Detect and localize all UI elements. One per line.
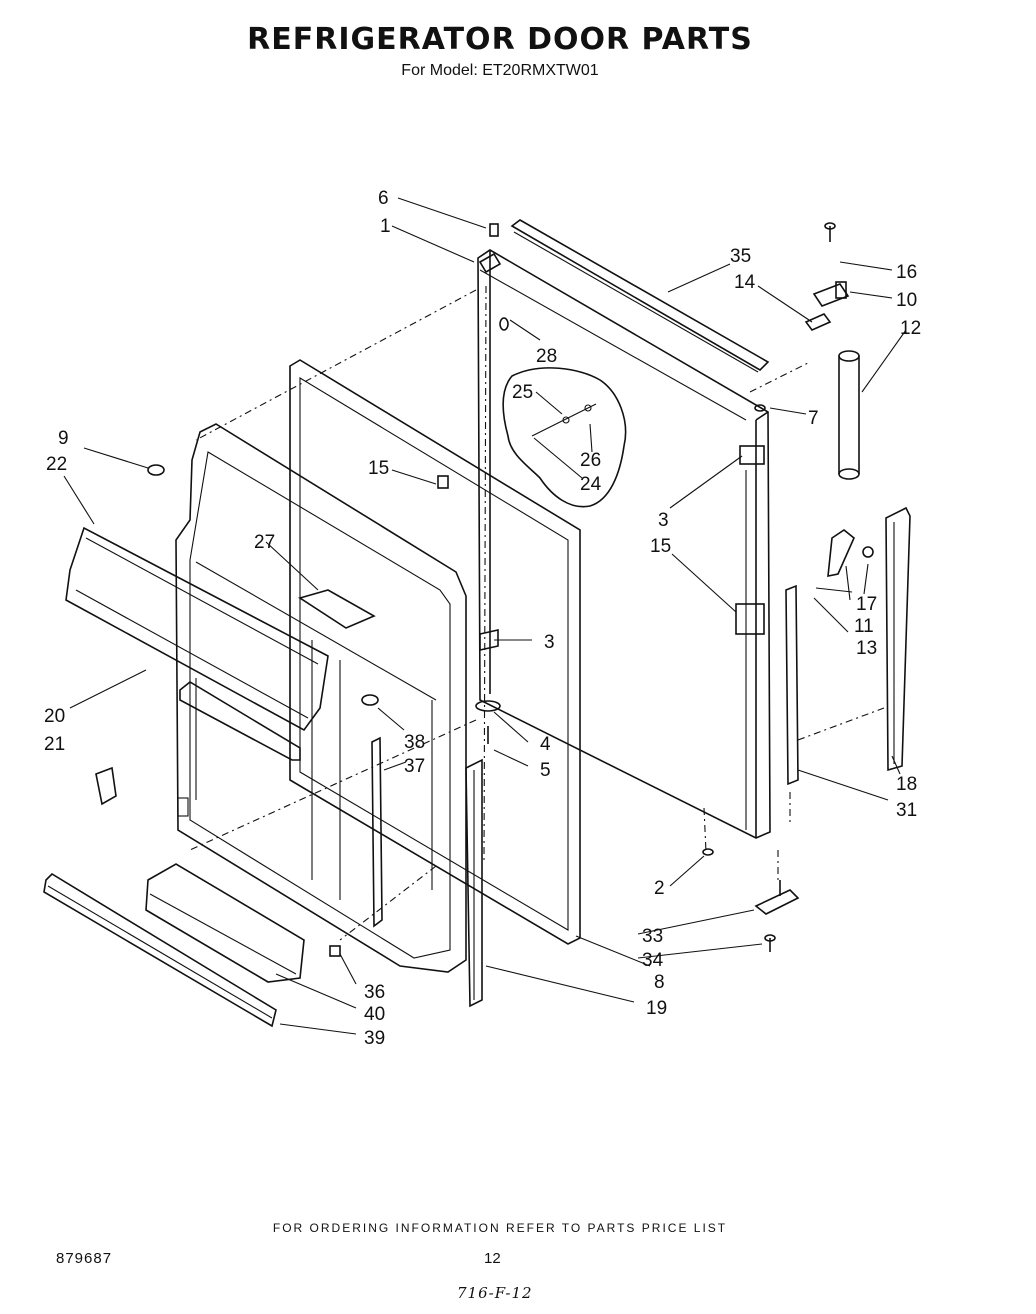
callout-34: 34: [642, 950, 664, 971]
small-hardware: [147, 223, 766, 957]
page-title: REFRIGERATOR DOOR PARTS: [247, 22, 753, 57]
page-number: 12: [484, 1250, 501, 1267]
callout-17: 17: [856, 594, 877, 615]
cutaway-detail: [502, 367, 627, 508]
leader-lines: [63, 197, 907, 1035]
callout-40: 40: [364, 1004, 385, 1025]
callout-13: 13: [856, 638, 877, 659]
screw-16: [824, 222, 836, 242]
callout-38: 38: [404, 732, 425, 753]
callout-31: 31: [896, 800, 917, 821]
callout-14: 14: [734, 272, 756, 293]
callout-22: 22: [46, 454, 67, 475]
callout-11: 11: [854, 616, 874, 637]
door-shelf-rail: [179, 681, 301, 761]
callout-10: 10: [896, 290, 917, 311]
handle-upper: [838, 350, 860, 480]
butter-compartment-door: [298, 589, 376, 629]
callout-5: 5: [540, 760, 551, 781]
callout-19: 19: [646, 998, 667, 1019]
screw-34: [764, 934, 776, 952]
callout-3a: 3: [544, 632, 555, 653]
callout-26: 26: [580, 450, 601, 471]
hinge-shim: [804, 313, 832, 331]
callout-27: 27: [254, 532, 275, 553]
handwritten-note: 716-F-12: [457, 1284, 533, 1302]
callout-24: 24: [580, 474, 602, 495]
door-bin: [145, 863, 305, 983]
callout-33: 33: [642, 926, 663, 947]
callout-7: 7: [808, 408, 819, 429]
callout-37: 37: [404, 756, 425, 777]
callout-35: 35: [730, 246, 751, 267]
callout-36: 36: [364, 982, 385, 1003]
bottom-shelf-trim: [43, 872, 277, 1028]
callout-28: 28: [536, 346, 557, 367]
door-stop: [95, 766, 117, 806]
outer-door-panel: [477, 249, 771, 839]
callout-18: 18: [896, 774, 917, 795]
top-hinge: [812, 281, 850, 307]
door-gasket: [289, 359, 581, 945]
inner-door-liner: [175, 423, 467, 973]
bottom-hinge: [754, 880, 800, 915]
callout-4: 4: [540, 734, 551, 755]
door-side-trim: [465, 758, 483, 1008]
callout-39: 39: [364, 1028, 385, 1049]
handle-lower: [785, 584, 799, 786]
shelf-bracket: [371, 736, 383, 928]
callout-15b: 15: [650, 536, 671, 557]
assembly-lines: [189, 285, 885, 941]
callout-1: 1: [380, 216, 391, 237]
document-number: 879687: [56, 1250, 113, 1267]
callout-21: 21: [44, 734, 65, 755]
callout-16: 16: [896, 262, 917, 283]
callout-25: 25: [512, 382, 533, 403]
door-top-trim: [510, 219, 770, 373]
callout-9: 9: [58, 428, 69, 449]
callout-6: 6: [378, 188, 389, 209]
ordering-note: FOR ORDERING INFORMATION REFER TO PARTS …: [272, 1221, 728, 1235]
callout-2: 2: [654, 878, 665, 899]
handle-trim: [885, 506, 911, 772]
callout-8: 8: [654, 972, 665, 993]
handle-end-cap: [827, 529, 874, 577]
callout-3b: 3: [658, 510, 669, 531]
callout-12: 12: [900, 318, 921, 339]
callout-20: 20: [44, 706, 65, 727]
callout-15a: 15: [368, 458, 389, 479]
model-subtitle: For Model: ET20RMXTW01: [401, 62, 599, 79]
dairy-compartment-door: [65, 526, 329, 732]
